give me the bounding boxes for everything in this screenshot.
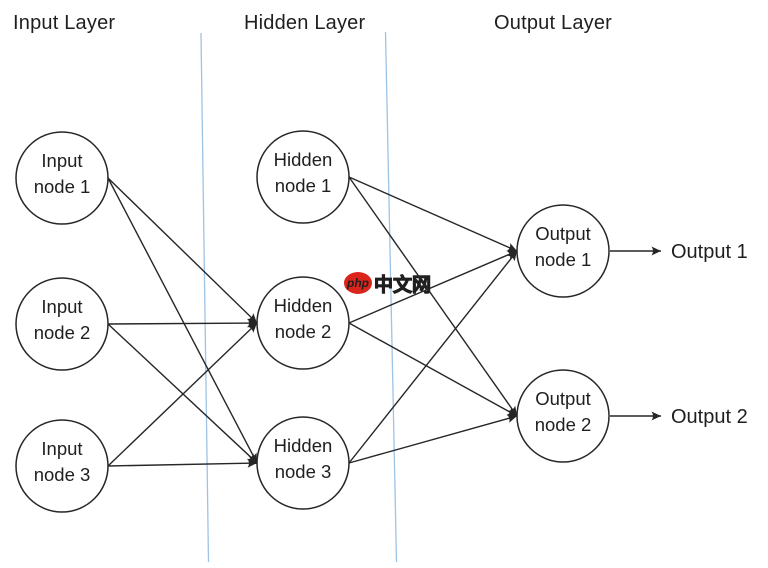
- edge-input-node-3--hidden-node-3: [107, 458, 258, 468]
- edge-hidden-node-2--output-node-1: [348, 250, 518, 324]
- hidden-node-2: Hidden node 2: [256, 276, 350, 370]
- hidden-node-2-circle: [256, 276, 350, 370]
- output-node-1-label-line-2: node 1: [535, 249, 592, 270]
- watermark-cjk-text: 中文网: [374, 273, 431, 296]
- edge-input-node-1--hidden-node-2: [107, 177, 258, 324]
- edge-hidden-node-3--output-node-1: [348, 250, 518, 464]
- output-node-1-label-line-1: Output: [535, 223, 591, 244]
- hidden-node-3-label-line-1: Hidden: [274, 435, 333, 456]
- input-node-1: Input node 1: [15, 131, 109, 225]
- hidden-node-3-circle: [256, 416, 350, 510]
- hidden-node-1: Hidden node 1: [256, 130, 350, 224]
- edge-hidden-node-1--output-node-2: [348, 176, 518, 417]
- php-badge-icon: [344, 272, 372, 294]
- edge-input-node-3--hidden-node-2: [107, 322, 258, 467]
- watermark-badge-text: php: [346, 276, 369, 290]
- edge-input-node-2--hidden-node-3: [107, 323, 258, 464]
- input-node-2-circle: [15, 277, 109, 371]
- output-node-2-label-line-1: Output: [535, 388, 591, 409]
- input-node-1-label-line-1: Input: [41, 150, 82, 171]
- input-node-3-circle: [15, 419, 109, 513]
- watermark: php 中文网: [344, 272, 432, 297]
- output-node-1-label: Output node 1: [535, 223, 592, 270]
- input-node-1-label: Input node 1: [34, 150, 91, 197]
- output-node-1-circle: [516, 204, 610, 298]
- input-node-2-label-line-2: node 2: [34, 322, 91, 343]
- input-node-1-circle: [15, 131, 109, 225]
- hidden-layer-title: Hidden Layer: [244, 12, 366, 34]
- external-output-label-2: Output 2: [671, 406, 748, 428]
- input-node-3-label: Input node 3: [34, 438, 91, 485]
- input-node-2: Input node 2: [15, 277, 109, 371]
- hidden-node-2-label-line-1: Hidden: [274, 295, 333, 316]
- output-layer-title: Output Layer: [494, 12, 612, 34]
- hidden-node-3-label-line-2: node 3: [275, 461, 332, 482]
- edge-hidden-node-1--output-node-1: [348, 176, 518, 252]
- hidden-node-1-label-line-1: Hidden: [274, 149, 333, 170]
- input-node-3-label-line-2: node 3: [34, 464, 91, 485]
- hidden-node-1-label-line-2: node 1: [275, 175, 332, 196]
- hidden-node-3: Hidden node 3: [256, 416, 350, 510]
- input-layer-title: Input Layer: [13, 12, 115, 34]
- edge-hidden-node-3--output-node-2: [348, 414, 518, 464]
- layer-separator-line-1: [200, 32, 210, 563]
- hidden-node-1-label: Hidden node 1: [274, 149, 333, 196]
- hidden-node-2-label: Hidden node 2: [274, 295, 333, 342]
- output-node-2: Output node 2: [516, 369, 610, 463]
- external-output-label-1: Output 1: [671, 241, 748, 263]
- input-node-3: Input node 3: [15, 419, 109, 513]
- hidden-node-3-label: Hidden node 3: [274, 435, 333, 482]
- output-node-1: Output node 1: [516, 204, 610, 298]
- output-node-2-label: Output node 2: [535, 388, 592, 435]
- input-node-1-label-line-2: node 1: [34, 176, 91, 197]
- input-node-2-label-line-1: Input: [41, 296, 82, 317]
- edge-hidden-node-2--output-node-2: [348, 322, 518, 417]
- output-node-2-label-line-2: node 2: [535, 414, 592, 435]
- input-node-2-label: Input node 2: [34, 296, 91, 343]
- input-node-3-label-line-1: Input: [41, 438, 82, 459]
- hidden-node-1-circle: [256, 130, 350, 224]
- edge-input-node-2--hidden-node-2: [107, 318, 258, 328]
- layer-separator-line-2: [384, 31, 398, 563]
- output-node-2-circle: [516, 369, 610, 463]
- hidden-node-2-label-line-2: node 2: [275, 321, 332, 342]
- edge-input-node-1--hidden-node-3: [107, 177, 258, 464]
